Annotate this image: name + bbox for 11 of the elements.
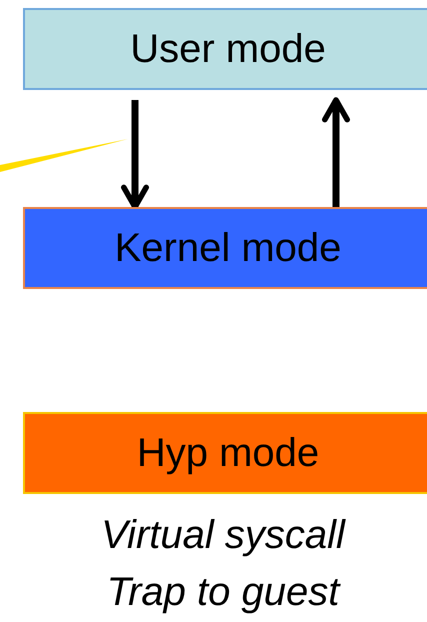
note-text: Virtual syscall [100, 512, 347, 559]
arrow [322, 97, 350, 207]
mode-box [23, 207, 427, 289]
mode-box [23, 412, 427, 494]
arrow [121, 100, 149, 210]
callout-pointer [0, 139, 128, 172]
note-text: Trap to guest [106, 569, 342, 616]
mode-box [23, 8, 427, 90]
mode-label: User mode [130, 26, 326, 72]
mode-label: Hyp mode [136, 430, 320, 476]
mode-label: Kernel mode [114, 226, 342, 270]
